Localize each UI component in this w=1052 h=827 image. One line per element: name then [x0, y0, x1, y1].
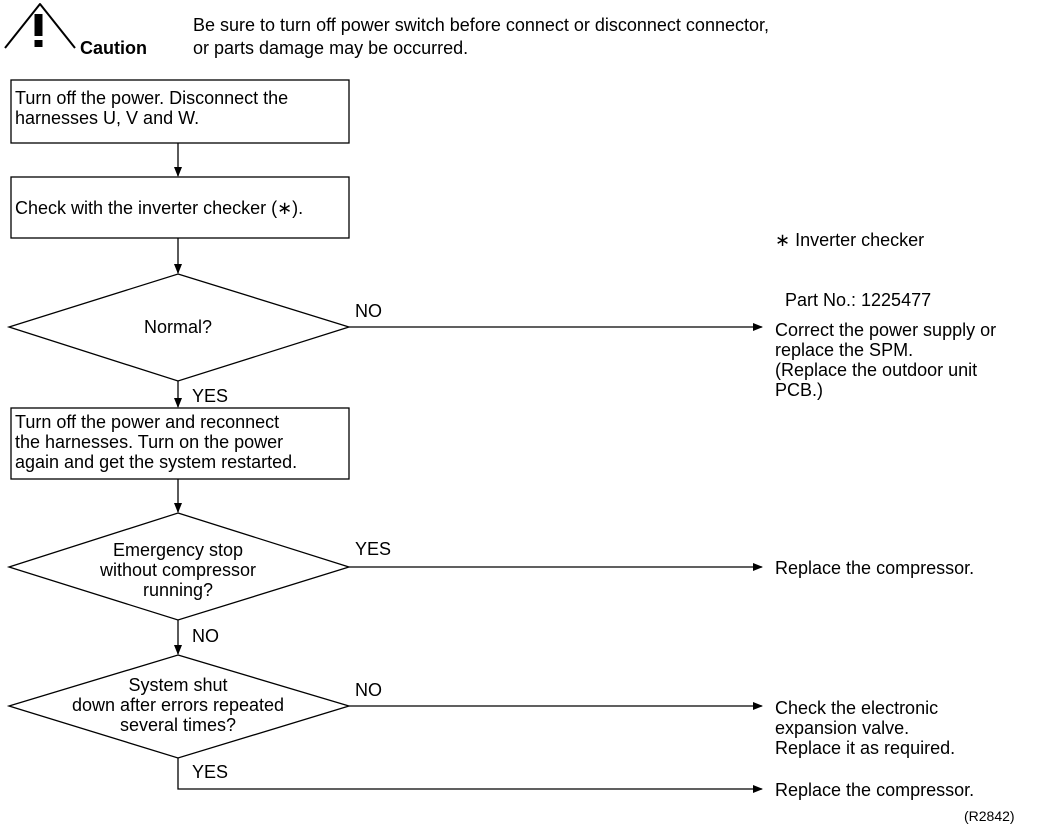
result-expansion-valve-text: Check the electronic expansion valve. Re… [775, 698, 955, 758]
decision2-line: without compressor [99, 560, 257, 580]
result1-line: replace the SPM. [775, 340, 914, 360]
step2-line: Check with the inverter checker (∗). [15, 198, 304, 218]
decision1-text: Normal? [98, 317, 258, 337]
branch-label-no: NO [355, 680, 382, 700]
step1-line: Turn off the power. Disconnect the [15, 88, 289, 108]
result2-line: Replace the compressor. [775, 558, 975, 578]
step3-text: Turn off the power and reconnect the har… [15, 412, 297, 472]
caution-label: Caution [80, 38, 147, 58]
note-line: ∗ Inverter checker [775, 230, 925, 250]
result3-line: Replace it as required. [775, 738, 956, 758]
step3-line: again and get the system restarted. [15, 452, 298, 472]
result-replace-compressor-text: Replace the compressor. [775, 780, 974, 800]
result3-line: Check the electronic [775, 698, 939, 718]
result1-line: (Replace the outdoor unit [775, 360, 978, 380]
decision2-line: Emergency stop [112, 540, 244, 560]
branch-label-no: NO [355, 301, 382, 321]
decision1-line: Normal? [143, 317, 213, 337]
note-line: Part No.: 1225477 [775, 290, 932, 310]
result3-line: expansion valve. [775, 718, 910, 738]
branch-label-no: NO [192, 626, 219, 646]
inverter-checker-note: ∗ Inverter checker Part No.: 1225477 [775, 190, 931, 330]
step3-line: Turn off the power and reconnect [15, 412, 280, 432]
decision3-line: several times? [119, 715, 237, 735]
step3-line: the harnesses. Turn on the power [15, 432, 284, 452]
caution-text-line2: or parts damage may be occurred. [193, 38, 469, 58]
result1-line: Correct the power supply or [775, 320, 997, 340]
result-power-supply-text: Correct the power supply or replace the … [775, 320, 996, 400]
decision3-line: System shut [128, 675, 228, 695]
result1-line: PCB.) [775, 380, 824, 400]
decision3-line: down after errors repeated [71, 695, 285, 715]
arrow-decision3-yes [177, 758, 763, 793]
step-box-disconnect [10, 79, 350, 144]
branch-label-yes: YES [355, 539, 392, 559]
result4-line: Replace the compressor. [775, 780, 975, 800]
decision3-text: System shut down after errors repeated s… [48, 675, 308, 735]
step1-text: Turn off the power. Disconnect the harne… [15, 88, 288, 128]
step-box-inverter-check [10, 176, 350, 239]
branch-label-yes: YES [192, 762, 229, 782]
decision2-line: running? [142, 580, 214, 600]
warning-triangle-icon [4, 3, 76, 49]
figure-code: (R2842) [964, 808, 1015, 824]
step2-text: Check with the inverter checker (∗). [15, 198, 303, 218]
branch-label-yes: YES [192, 386, 229, 406]
decision2-text: Emergency stop without compressor runnin… [78, 540, 278, 600]
step-box-reconnect [10, 407, 350, 480]
step1-line: harnesses U, V and W. [15, 108, 200, 128]
caution-text-line1: Be sure to turn off power switch before … [193, 15, 769, 35]
result-replace-compressor-text: Replace the compressor. [775, 558, 974, 578]
